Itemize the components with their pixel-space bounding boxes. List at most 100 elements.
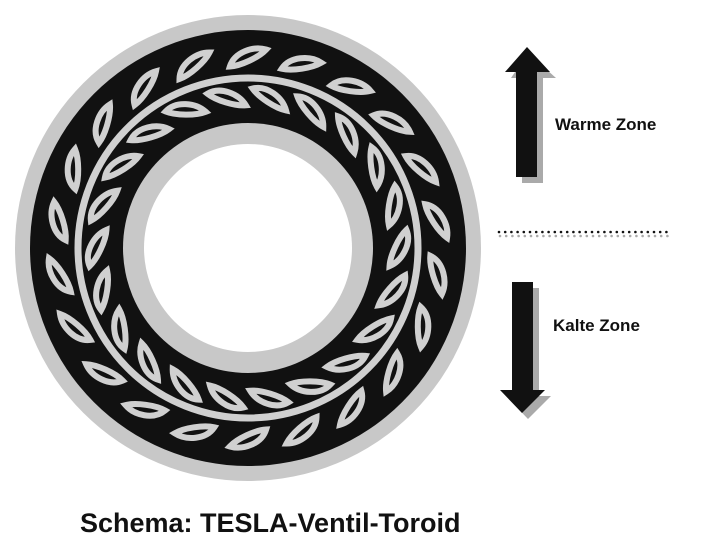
- divider-dot: [554, 234, 558, 238]
- divider-dot: [522, 230, 526, 234]
- divider-dot: [647, 234, 651, 238]
- valve-loop: [414, 301, 432, 353]
- divider-dot: [596, 230, 600, 234]
- divider-dot: [504, 234, 508, 238]
- cold-zone-label: Kalte Zone: [553, 316, 640, 335]
- valve-loop: [176, 49, 215, 84]
- divider-dot: [635, 234, 638, 238]
- valve-loop: [92, 99, 113, 149]
- valve-loop: [383, 347, 404, 397]
- divider-dot: [517, 234, 520, 238]
- divider-dot: [610, 234, 613, 238]
- divider-dot: [615, 230, 619, 234]
- center-hole: [144, 144, 352, 352]
- valve-loop: [205, 381, 249, 412]
- divider-dot: [640, 230, 643, 234]
- valve-loops: [45, 45, 451, 451]
- divider-dot: [616, 234, 620, 238]
- divider-dot: [597, 234, 601, 238]
- valve-loop: [400, 153, 440, 187]
- divider-dot: [622, 234, 626, 238]
- valve-loop: [137, 337, 162, 384]
- divider-dot: [652, 230, 656, 234]
- divider-dot: [529, 234, 533, 238]
- divider-dot: [534, 230, 538, 234]
- cold-arrow-shaft: [512, 282, 533, 390]
- valve-loop: [334, 112, 359, 159]
- valve-loop: [120, 401, 171, 419]
- divider-dot: [528, 230, 532, 234]
- valve-loop: [293, 93, 327, 132]
- valve-loop: [352, 314, 395, 344]
- valve-loop: [169, 423, 220, 441]
- divider-dot: [572, 230, 575, 234]
- warm-zone-label: Warme Zone: [555, 115, 657, 134]
- divider-dot: [503, 230, 507, 234]
- divider-dot: [547, 230, 550, 234]
- valve-loop: [325, 77, 376, 95]
- divider-dot: [585, 234, 589, 238]
- valve-loop: [130, 67, 160, 111]
- diagram-title: Schema: TESLA-Ventil-Toroid: [80, 508, 461, 538]
- divider-dot: [560, 234, 564, 238]
- divider-dot: [497, 230, 501, 234]
- valve-loop: [367, 142, 385, 193]
- warm-arrow-head: [505, 47, 550, 72]
- divider-dot: [591, 234, 595, 238]
- valve-loop: [321, 352, 371, 373]
- valve-loop: [45, 253, 75, 296]
- divider-dot: [548, 234, 551, 238]
- valve-loop: [281, 412, 320, 447]
- divider-dot: [665, 230, 668, 234]
- valve-loop: [169, 364, 203, 403]
- divider-dot: [641, 234, 644, 238]
- valve-loop: [111, 303, 129, 354]
- divider-dot: [579, 234, 582, 238]
- valve-loop: [247, 84, 291, 115]
- divider-dot: [578, 230, 581, 234]
- divider-dot: [590, 230, 594, 234]
- divider-dot: [559, 230, 563, 234]
- valve-loop: [202, 87, 251, 109]
- valve-loop: [101, 152, 144, 182]
- valve-loop: [421, 200, 451, 243]
- divider-dot: [659, 234, 663, 238]
- divider-dot: [603, 230, 606, 234]
- valve-loop: [386, 224, 411, 271]
- divider-dot: [634, 230, 637, 234]
- divider-dot: [621, 230, 625, 234]
- divider-dot: [609, 230, 612, 234]
- valve-loop: [48, 196, 69, 245]
- valve-loop: [64, 143, 82, 195]
- divider-dot: [498, 234, 502, 238]
- valve-loop: [160, 101, 212, 118]
- warm-arrow-shaft: [516, 70, 537, 177]
- divider-dot: [535, 234, 539, 238]
- valve-loop: [224, 426, 271, 451]
- valve-loop: [225, 45, 272, 70]
- valve-loop: [56, 309, 96, 343]
- divider-dot: [653, 234, 657, 238]
- valve-loop: [427, 251, 448, 300]
- cold-arrow: [500, 282, 551, 419]
- valve-loop: [284, 378, 336, 395]
- warm-arrow: [505, 47, 556, 183]
- valve-loop: [276, 55, 327, 73]
- valve-loop: [93, 265, 111, 316]
- valve-loop: [374, 270, 409, 309]
- zone-divider-dotted-line: [497, 230, 669, 238]
- valve-loop: [85, 225, 110, 272]
- valve-loop: [368, 110, 415, 135]
- divider-dot: [510, 230, 513, 234]
- divider-dot: [658, 230, 662, 234]
- valve-loop: [385, 180, 403, 231]
- divider-dot: [584, 230, 588, 234]
- divider-dot: [566, 234, 570, 238]
- divider-dot: [573, 234, 576, 238]
- valve-loop: [336, 385, 366, 429]
- valve-loop: [125, 123, 175, 144]
- divider-dot: [646, 230, 650, 234]
- valve-loop: [245, 387, 294, 409]
- valve-loop: [81, 361, 128, 386]
